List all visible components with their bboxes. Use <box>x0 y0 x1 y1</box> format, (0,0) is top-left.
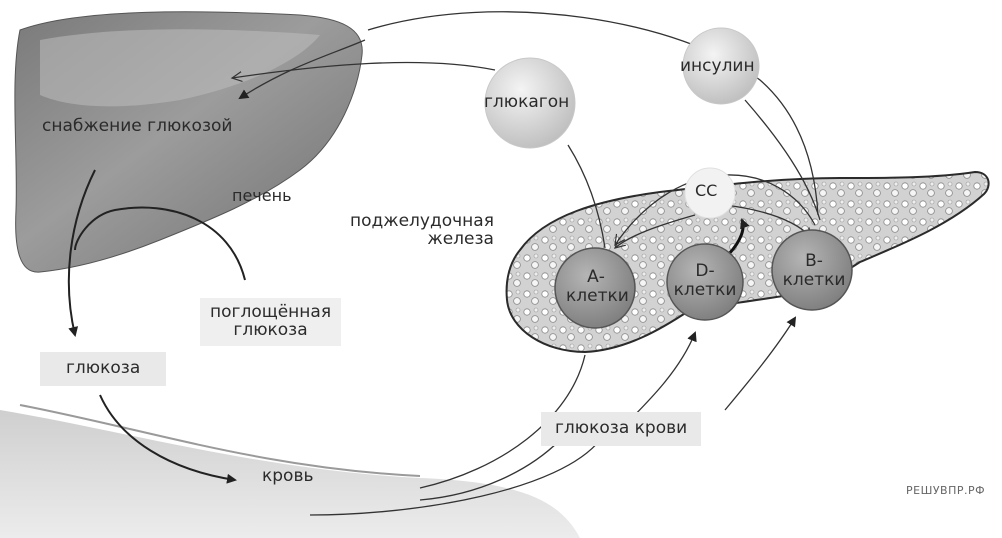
pancreas-label: поджелудочная железа <box>350 213 494 249</box>
insulin-label: инсулин <box>680 58 755 76</box>
blood-label: кровь <box>262 468 314 486</box>
liver-label: печень <box>232 188 292 205</box>
glucose-supply-label: снабжение глюкозой <box>42 118 232 136</box>
absorbed-glucose-label: поглощённая глюкоза <box>200 298 341 346</box>
b-cells-label: В- клетки <box>782 252 846 289</box>
glucose-label: глюкоза <box>40 352 166 386</box>
ss-label: СС <box>695 183 717 200</box>
blood-glucose-label: глюкоза крови <box>541 412 701 446</box>
d-cells-label: D- клетки <box>673 262 737 299</box>
glucagon-label: глюкагон <box>484 94 569 112</box>
a-cells-label: А- клетки <box>566 268 626 305</box>
watermark: РЕШУВПР.РФ <box>906 484 985 497</box>
